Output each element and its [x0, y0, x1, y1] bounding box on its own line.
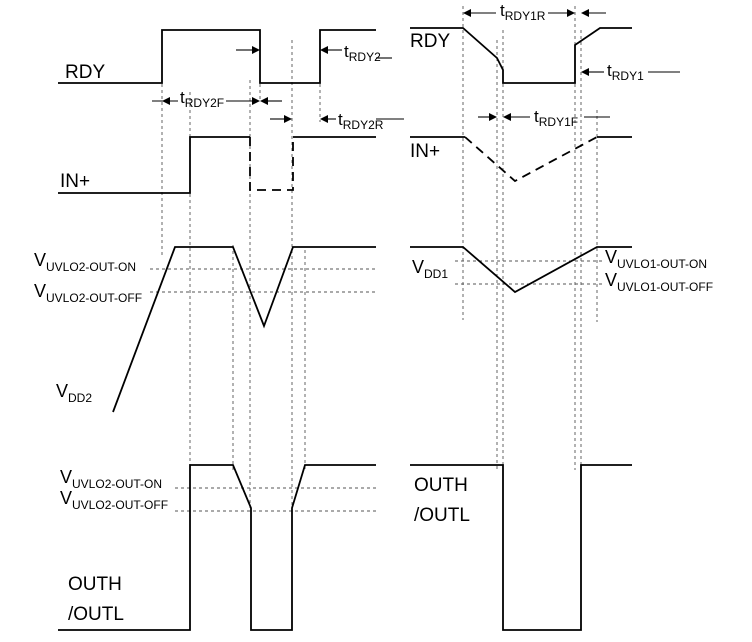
out-label-left-line2: /OUTL [68, 604, 124, 625]
t-rdy1f-sub: RDY1F [539, 115, 578, 129]
in-plus-dashed-dip-left [249, 137, 294, 191]
vuvlo2-out-on-sub: UVLO2-OUT-ON [46, 260, 136, 274]
t-rdy1f-label: tRDY1F [534, 107, 578, 129]
vdd1-sub: DD1 [424, 267, 448, 281]
t-rdy2f-arrowhead-mid [252, 97, 260, 105]
t-rdy2-sub: RDY2 [349, 50, 381, 64]
vdd1-label: VDD1 [412, 257, 448, 281]
t-rdy1-label: tRDY1 [607, 61, 644, 83]
t-rdy2r-main: t [338, 110, 343, 129]
in-plus-label-right: IN+ [410, 141, 440, 162]
t-rdy1-main: t [607, 61, 612, 80]
in-plus-label-left: IN+ [60, 171, 90, 192]
vuvlo2-out-off-sub: UVLO2-OUT-OFF [46, 291, 142, 305]
timing-arrows [152, 9, 680, 123]
rdy-waveform-right [410, 27, 632, 84]
vuvlo2-out-on-output-main: V [60, 467, 72, 487]
t-rdy2r-arrowhead-left [284, 115, 292, 123]
vuvlo2-out-off-output-label: VUVLO2-OUT-OFF [60, 488, 168, 512]
vuvlo2-out-on-main: V [34, 250, 46, 270]
t-rdy1r-arrowhead-out [581, 9, 589, 17]
t-rdy2-main: t [344, 42, 349, 61]
vuvlo1-out-on-main: V [605, 247, 617, 267]
out-label-right-line2: /OUTL [414, 505, 470, 526]
t-rdy1r-main: t [500, 1, 505, 20]
vuvlo1-out-off-main: V [605, 270, 617, 290]
vuvlo1-out-off-sub: UVLO1-OUT-OFF [617, 280, 713, 294]
t-rdy1f-arrowhead-right [503, 113, 511, 121]
in-plus-waveform-left [58, 136, 250, 194]
vuvlo2-out-on-label: VUVLO2-OUT-ON [34, 250, 136, 274]
t-rdy2f-arrowhead-left [162, 97, 170, 105]
vuvlo2-out-off-output-sub: UVLO2-OUT-OFF [72, 498, 168, 512]
vuvlo2-out-off-label: VUVLO2-OUT-OFF [34, 281, 142, 305]
out-label-right-line1: OUTH [414, 475, 468, 496]
rdy-waveform-left [58, 29, 376, 84]
out-waveform-left [58, 464, 376, 631]
vdd2-sub: DD2 [68, 391, 92, 405]
t-rdy2f-sub: RDY2F [185, 96, 224, 110]
t-rdy1r-sub: RDY1R [505, 9, 546, 23]
t-rdy2f-label: tRDY2F [180, 88, 224, 110]
vuvlo2-out-on-output-label: VUVLO2-OUT-ON [60, 467, 162, 491]
t-rdy2-arrowhead-right [320, 46, 328, 54]
guide-lines [150, 6, 602, 512]
vdd1-waveform [410, 246, 632, 294]
out-label-left-line1: OUTH [68, 574, 122, 595]
vdd1-main: V [412, 257, 424, 277]
in-plus-dashed-dip-right [464, 136, 598, 183]
t-rdy1r-arrowhead-right [567, 9, 575, 17]
t-rdy2-label: tRDY2 [344, 42, 381, 64]
vdd2-label: VDD2 [56, 381, 92, 405]
t-rdy1r-label: tRDY1R [500, 1, 546, 23]
vuvlo1-out-off-label: VUVLO1-OUT-OFF [605, 270, 713, 294]
vuvlo2-out-off-main: V [34, 281, 46, 301]
rdy-label-left: RDY [65, 62, 105, 83]
out-waveform-right [410, 464, 632, 631]
vdd2-main: V [56, 381, 68, 401]
t-rdy2r-label: tRDY2R [338, 110, 384, 132]
t-rdy1r-arrowhead-left [463, 9, 471, 17]
t-rdy2f-arrowhead-out [260, 97, 268, 105]
vdd2-waveform [112, 246, 376, 413]
t-rdy2f-main: t [180, 88, 185, 107]
vuvlo2-out-off-output-main: V [60, 488, 72, 508]
vuvlo1-out-on-label: VUVLO1-OUT-ON [605, 247, 707, 271]
rdy-label-right: RDY [410, 31, 450, 52]
t-rdy2r-sub: RDY2R [343, 118, 384, 132]
t-rdy1f-arrowhead-left [489, 113, 497, 121]
t-rdy1-sub: RDY1 [612, 69, 644, 83]
t-rdy1-arrowhead [581, 68, 589, 76]
vuvlo1-out-on-sub: UVLO1-OUT-ON [617, 257, 707, 271]
t-rdy2r-arrowhead-right [320, 115, 328, 123]
t-rdy2-arrowhead-left [252, 46, 260, 54]
vuvlo2-out-on-output-sub: UVLO2-OUT-ON [72, 477, 162, 491]
t-rdy1f-main: t [534, 107, 539, 126]
